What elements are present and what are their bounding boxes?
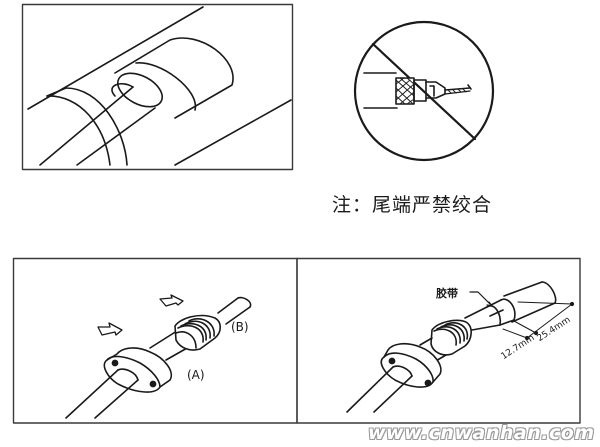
- label-b: (B): [231, 320, 249, 334]
- caption-no-twisting: 注：尾端严禁绞合: [332, 194, 493, 216]
- panel-top-left: [21, 3, 294, 171]
- watermark: www.cnwanhan.com: [368, 422, 595, 444]
- panel-bottom-left: [12, 257, 298, 424]
- label-a: (A): [187, 368, 205, 382]
- panel-prohibition: [353, 20, 495, 162]
- label-tape: 胶带: [436, 287, 458, 300]
- panel-bottom-right: [296, 257, 581, 424]
